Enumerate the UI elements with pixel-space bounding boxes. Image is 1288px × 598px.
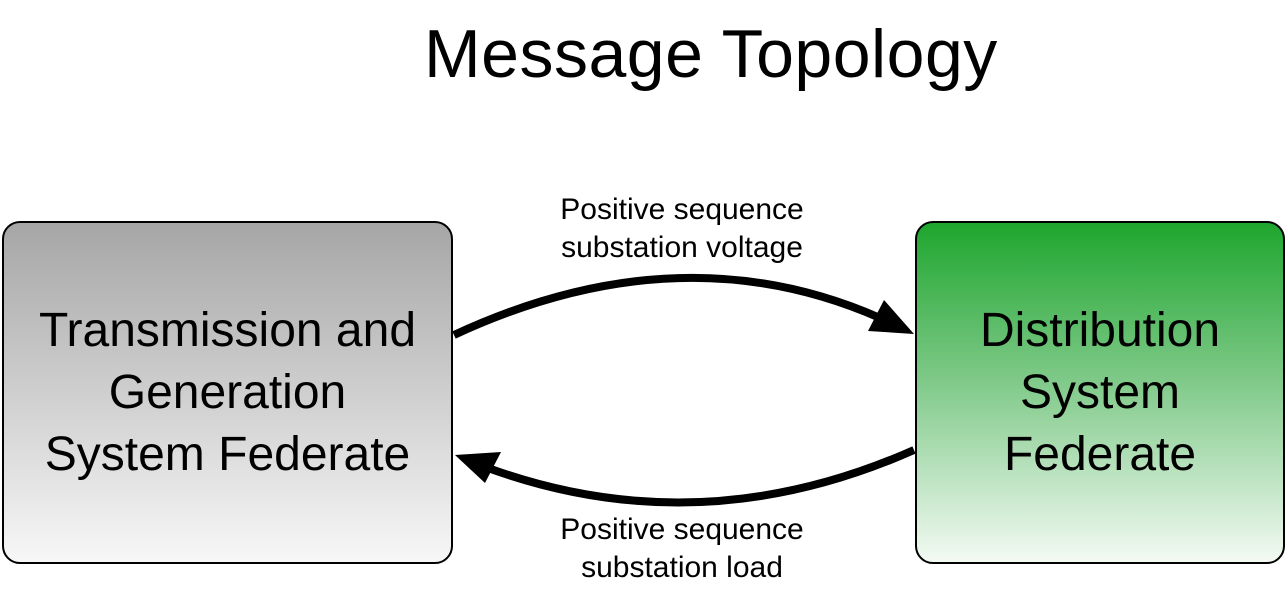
- arrowhead-to-distribution-icon: [868, 300, 914, 334]
- node-distribution-label: Distribution System Federate: [979, 303, 1221, 481]
- edge-label-to-distribution: Positive sequence substation voltage: [560, 193, 804, 264]
- arrowhead-to-transmission-icon: [455, 452, 501, 483]
- edge-arrow-to-transmission: [486, 446, 916, 507]
- node-distribution: Distribution System Federate: [915, 221, 1285, 564]
- diagram-title: Message Topology: [424, 16, 998, 92]
- edge-arrow-to-distribution: [452, 273, 882, 339]
- node-transmission-label: Transmission and Generation System Feder…: [38, 303, 417, 481]
- node-transmission-generation: Transmission and Generation System Feder…: [2, 221, 453, 564]
- edge-label-to-transmission: Positive sequence substation load: [560, 513, 804, 584]
